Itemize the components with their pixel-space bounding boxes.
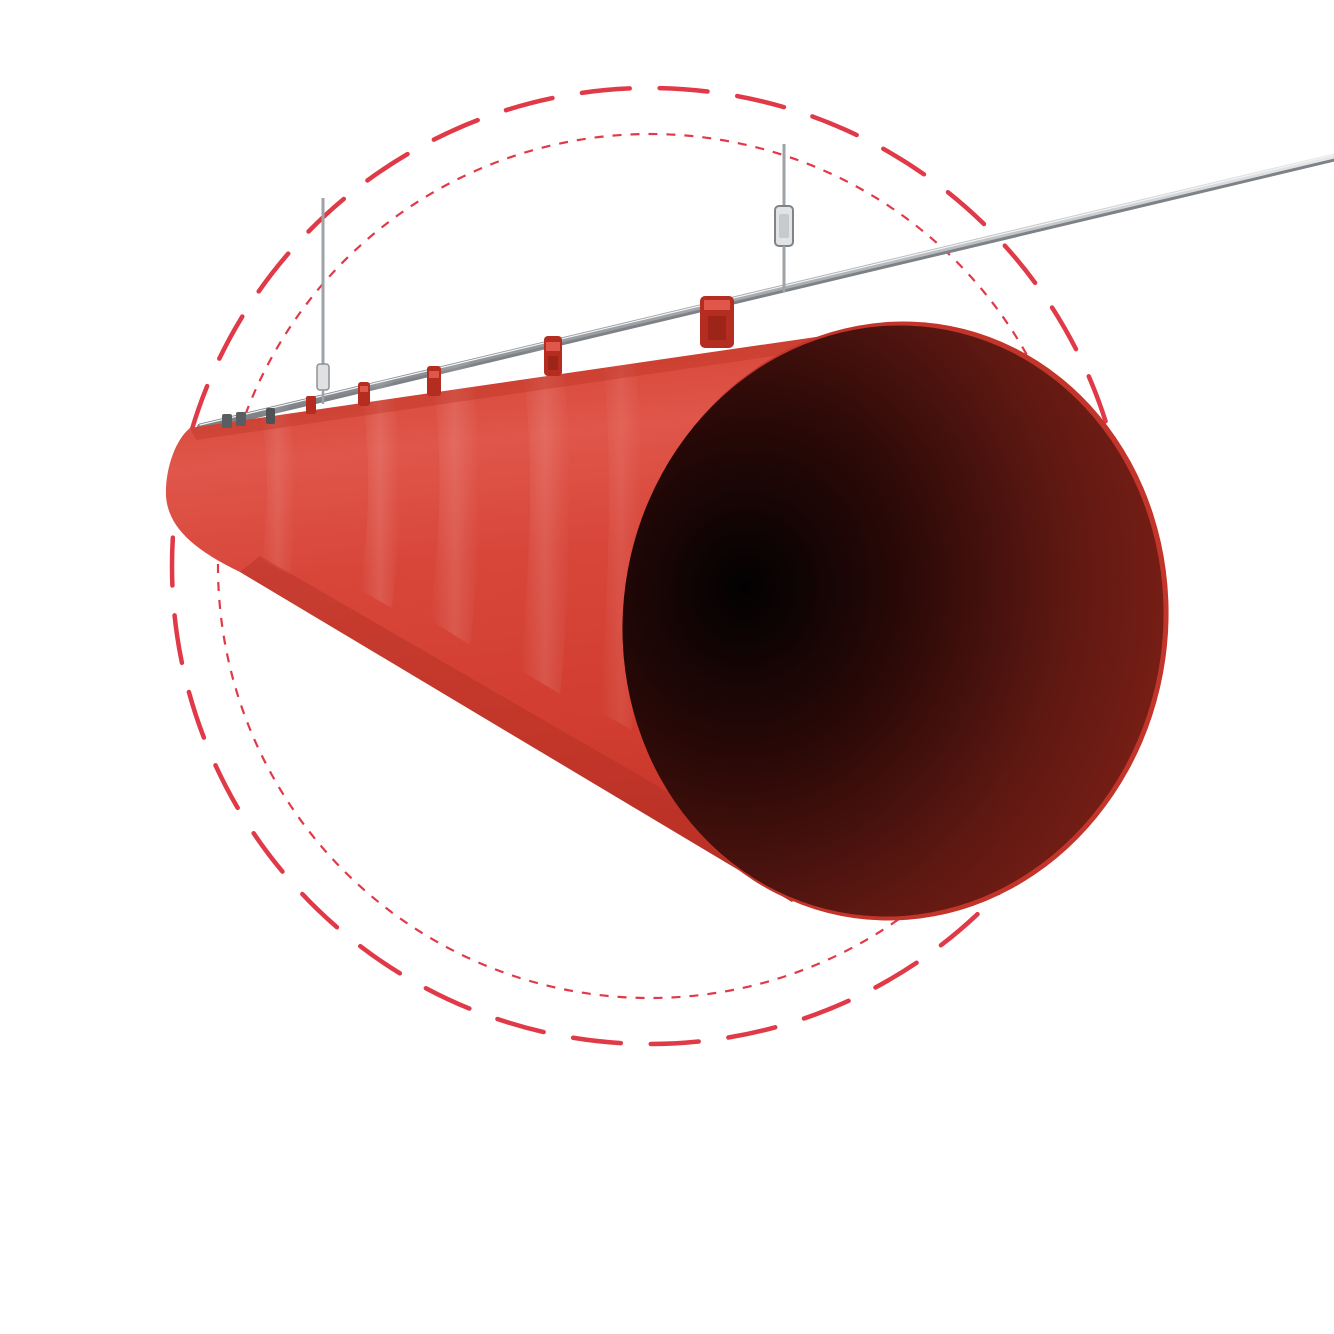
hanger-left (316, 198, 330, 404)
clip-7 (700, 296, 734, 348)
clip-3 (306, 396, 316, 414)
clip-2 (266, 408, 275, 424)
duct-opening (622, 321, 1169, 921)
hanger-right (774, 144, 794, 292)
clip-5 (427, 366, 441, 396)
clip-1 (222, 412, 246, 428)
duct-clips (222, 296, 734, 428)
clip-4 (358, 382, 370, 406)
clip-6 (544, 336, 562, 376)
